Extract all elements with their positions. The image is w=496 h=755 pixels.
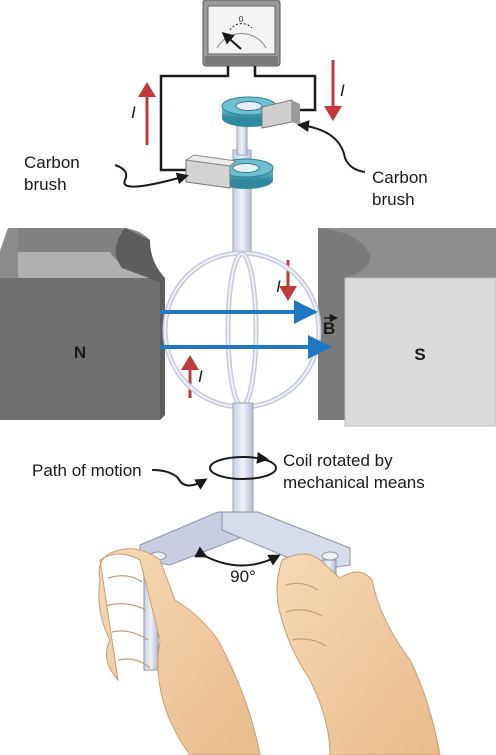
magnetic-field-lines bbox=[160, 300, 332, 359]
carbon-brush-right-label: Carbon brush bbox=[372, 168, 433, 209]
circuit-wires bbox=[159, 66, 317, 172]
current-label-coil-bottom: I bbox=[198, 367, 203, 386]
current-label-coil-top: I bbox=[276, 277, 281, 296]
current-label-left: I bbox=[131, 103, 136, 122]
galvanometer: 0 bbox=[202, 0, 281, 67]
right-hand-icon bbox=[276, 553, 441, 755]
angle-label: 90° bbox=[230, 567, 256, 586]
meter-zero-label: 0 bbox=[239, 15, 244, 24]
svg-text:B: B bbox=[323, 319, 335, 338]
carbon-brush-left-label: Carbon brush bbox=[24, 153, 85, 194]
current-arrows bbox=[138, 60, 342, 398]
field-vector-label: B bbox=[323, 313, 339, 338]
south-pole-label: S bbox=[414, 345, 425, 364]
lower-shaft bbox=[232, 402, 254, 519]
current-label-right: I bbox=[340, 81, 345, 100]
carbon-brush-right bbox=[261, 99, 300, 129]
coil-rotated-label: Coil rotated by mechanical means bbox=[283, 451, 425, 492]
callout-lines bbox=[114, 120, 366, 490]
rotation-path bbox=[209, 451, 277, 480]
north-magnet: N bbox=[0, 228, 165, 420]
meter-needle-icon bbox=[221, 32, 242, 50]
carbon-brush-left bbox=[184, 154, 238, 189]
path-of-motion-label: Path of motion bbox=[32, 461, 142, 480]
left-hand-icon bbox=[98, 548, 261, 755]
coil-loop bbox=[162, 250, 322, 410]
north-pole-label: N bbox=[74, 343, 86, 362]
south-magnet: S bbox=[318, 228, 496, 427]
